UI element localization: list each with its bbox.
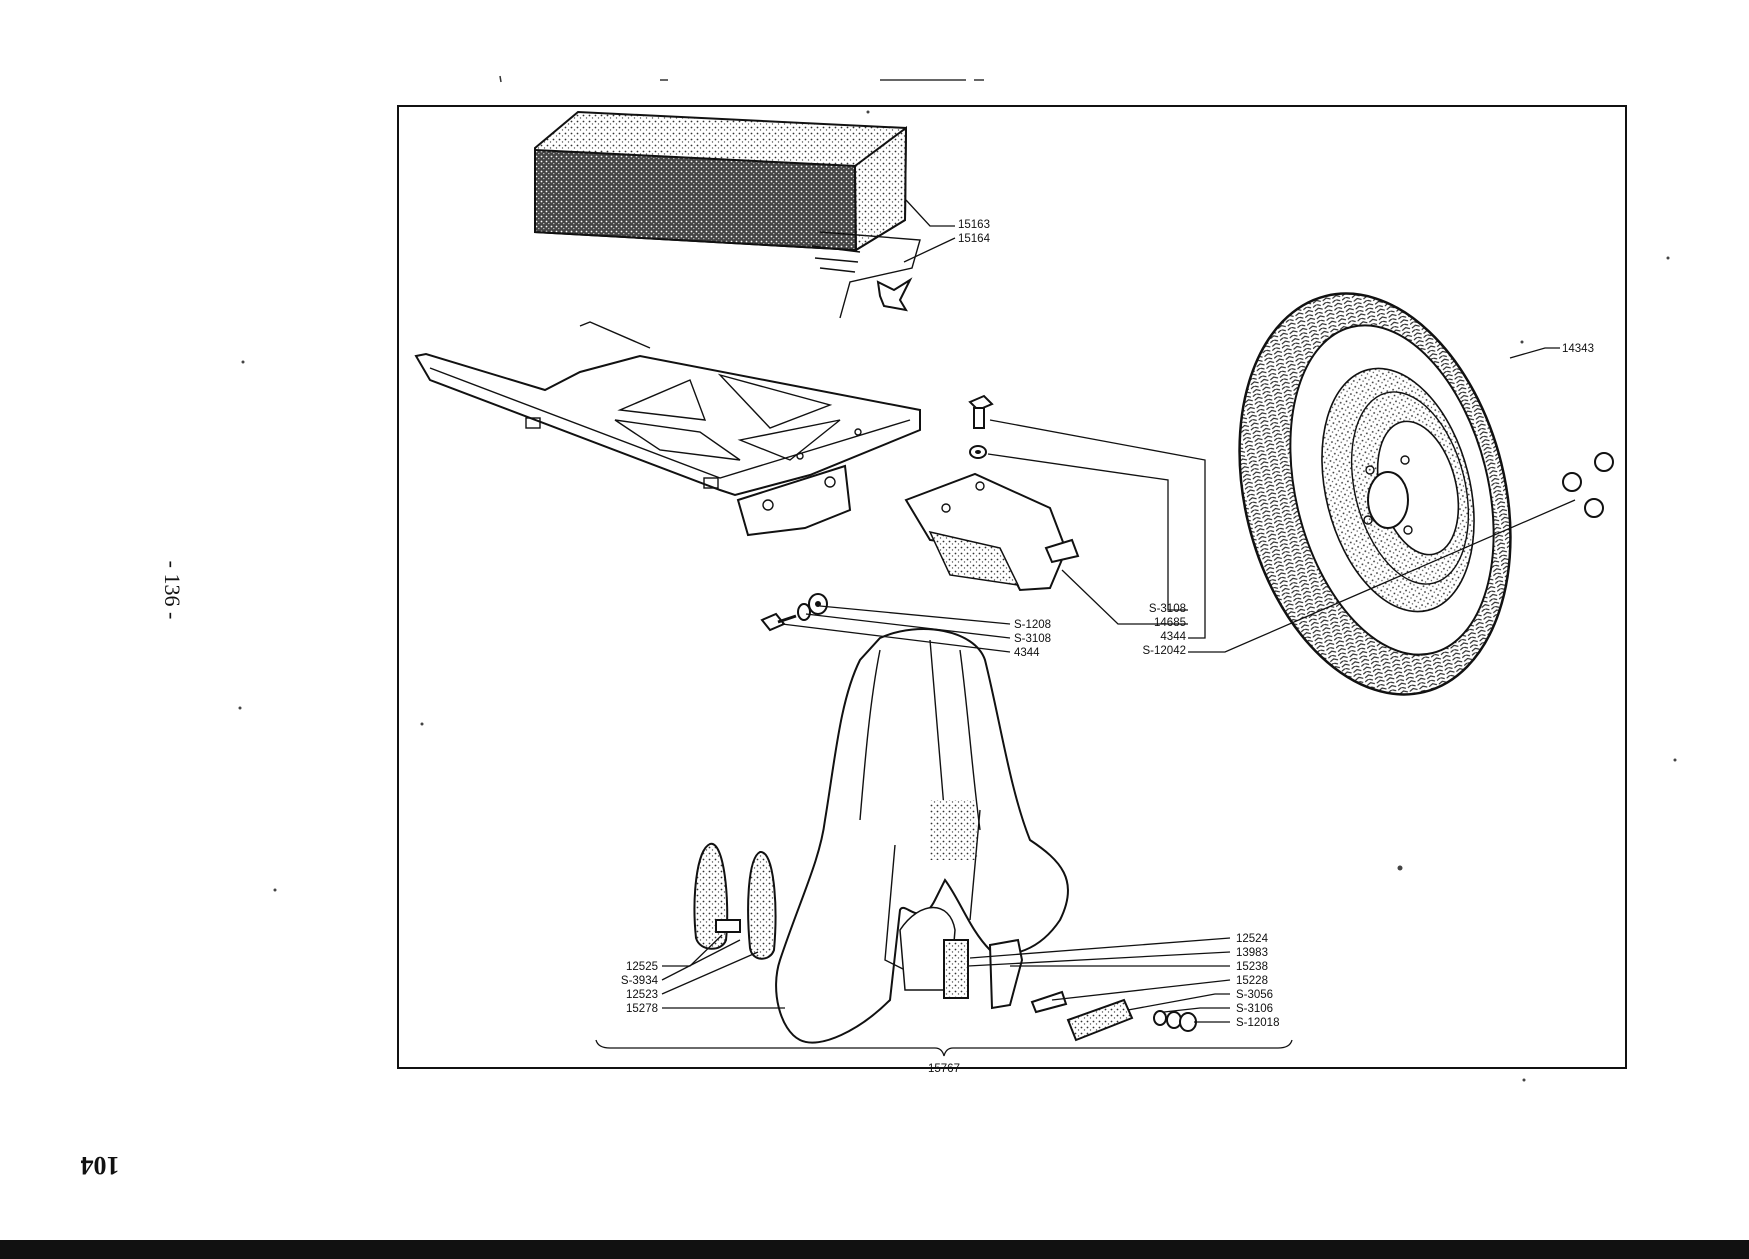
spare-wheel <box>1238 292 1614 696</box>
label-s-3934: S-3934 <box>621 975 659 987</box>
label-s-1208: S-1208 <box>1014 619 1051 631</box>
print-marks <box>499 75 984 83</box>
label-bolt-4344: 4344 <box>1014 647 1040 659</box>
scan-specks <box>238 110 1677 1082</box>
label-s-12042: S-12042 <box>1143 645 1186 657</box>
page-number-bottom: 104 <box>80 1151 120 1180</box>
leg-shield <box>775 628 1070 1044</box>
leader-lines <box>661 199 1576 1069</box>
label-s-12018: S-12018 <box>1236 1017 1279 1029</box>
label-14685: 14685 <box>1154 617 1186 629</box>
diagram-frame <box>397 105 1627 1069</box>
label-15228: 15228 <box>1236 975 1268 987</box>
side-flaps <box>693 842 777 960</box>
label-12525: 12525 <box>626 961 658 973</box>
label-13983: 13983 <box>1236 947 1268 959</box>
label-12524: 12524 <box>1236 933 1269 945</box>
page-number-side: - 136 - <box>160 560 185 620</box>
wheel-bracket <box>904 472 1080 592</box>
label-14343: 14343 <box>1562 343 1594 355</box>
label-15767: 15767 <box>928 1063 960 1075</box>
label-s-3056: S-3056 <box>1236 989 1273 1001</box>
scan-edge-bar <box>0 1240 1749 1259</box>
label-15278: 15278 <box>626 1003 658 1015</box>
label-s-3106: S-3106 <box>1236 1003 1273 1015</box>
seat-cushion <box>534 110 921 319</box>
small-parts <box>943 938 1197 1042</box>
label-bracket-4344: 4344 <box>1160 631 1186 643</box>
assembly-brace <box>595 1039 1293 1057</box>
label-12523: 12523 <box>626 989 658 1001</box>
mudguard-fasteners <box>760 593 828 632</box>
label-bolt-s-3108: S-3108 <box>1014 633 1051 645</box>
luggage-carrier <box>414 321 921 537</box>
label-15238: 15238 <box>1236 961 1268 973</box>
bolt-and-washer <box>968 394 994 459</box>
part-labels: 15163 15164 14343 S-3108 14685 4344 S-12… <box>621 219 1594 1075</box>
label-15163: 15163 <box>958 219 990 231</box>
label-15164: 15164 <box>958 233 991 245</box>
label-bracket-s-3108: S-3108 <box>1149 603 1186 615</box>
